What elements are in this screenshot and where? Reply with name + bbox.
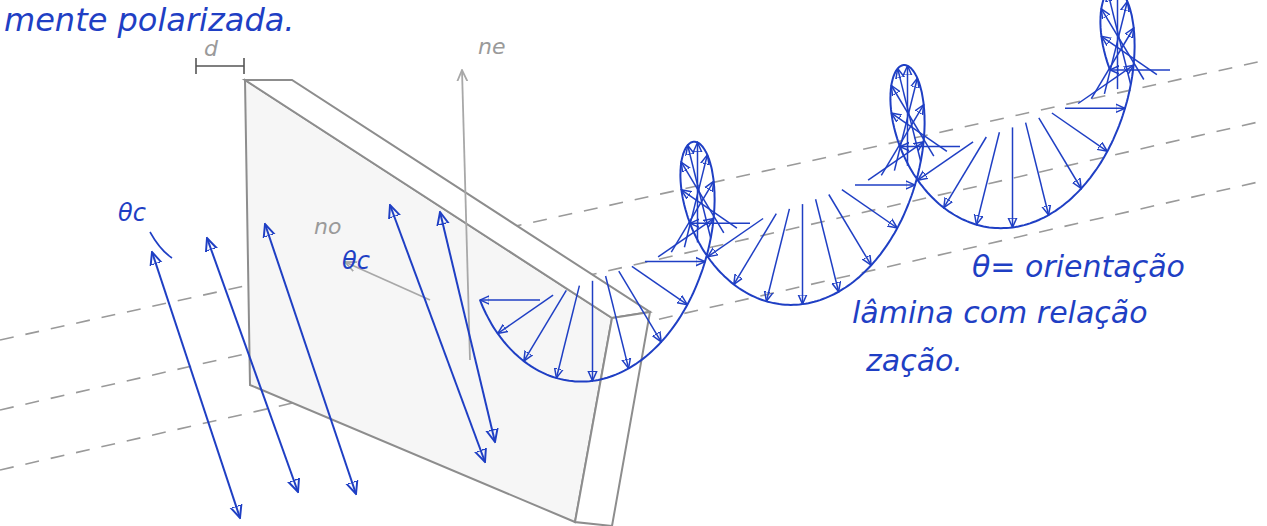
linear-polarization xyxy=(152,205,495,518)
field-vector xyxy=(891,113,947,151)
field-vector xyxy=(697,143,699,243)
heading-text: mente polarizada. xyxy=(4,2,294,39)
thickness-bracket xyxy=(196,58,244,74)
field-vector xyxy=(1026,123,1049,215)
field-vector xyxy=(891,86,934,157)
field-vector xyxy=(842,190,897,228)
thickness-label: d xyxy=(204,36,218,61)
field-vector xyxy=(868,142,924,180)
field-vector xyxy=(681,190,737,228)
field-vector xyxy=(802,204,804,304)
field-vector xyxy=(1012,127,1014,227)
field-vector xyxy=(976,132,999,224)
field-vector xyxy=(1108,0,1131,84)
field-vector xyxy=(1110,69,1170,71)
field-vector xyxy=(1101,9,1144,80)
field-vector xyxy=(592,281,594,381)
field-vector xyxy=(658,219,714,257)
field-vector xyxy=(900,146,960,148)
field-vector xyxy=(918,142,973,180)
field-vector xyxy=(766,209,789,301)
field-vector xyxy=(907,66,909,166)
field-vector xyxy=(1078,65,1134,103)
field-vector xyxy=(734,214,777,285)
field-vector xyxy=(690,223,750,225)
field-vector xyxy=(855,184,915,186)
wave-plate xyxy=(245,80,650,526)
field-vector xyxy=(606,276,629,368)
field-vector xyxy=(498,295,553,333)
field-vector xyxy=(1065,108,1125,110)
field-vector xyxy=(524,290,567,361)
field-vector xyxy=(480,299,540,301)
field-vector xyxy=(556,286,579,378)
note-text: lâmina com relação xyxy=(852,296,1148,331)
angle-label: θc xyxy=(118,200,146,228)
note-text: θ= orientação xyxy=(972,250,1185,285)
field-vector xyxy=(1052,113,1107,151)
field-vector xyxy=(1101,36,1157,74)
optic-axis xyxy=(345,70,470,360)
field-vector xyxy=(632,266,687,304)
index-label: no xyxy=(314,214,341,239)
field-vector xyxy=(681,162,724,233)
field-vector xyxy=(1117,0,1119,89)
field-vector xyxy=(708,219,763,257)
index-label: ne xyxy=(478,34,505,59)
angle-label: θc xyxy=(342,248,370,276)
circular-polarization xyxy=(480,0,1170,382)
angle-arc xyxy=(150,232,172,258)
field-vector xyxy=(645,261,705,263)
field-vector xyxy=(944,137,987,208)
field-vector xyxy=(816,199,839,291)
note-text: zação. xyxy=(866,344,963,379)
